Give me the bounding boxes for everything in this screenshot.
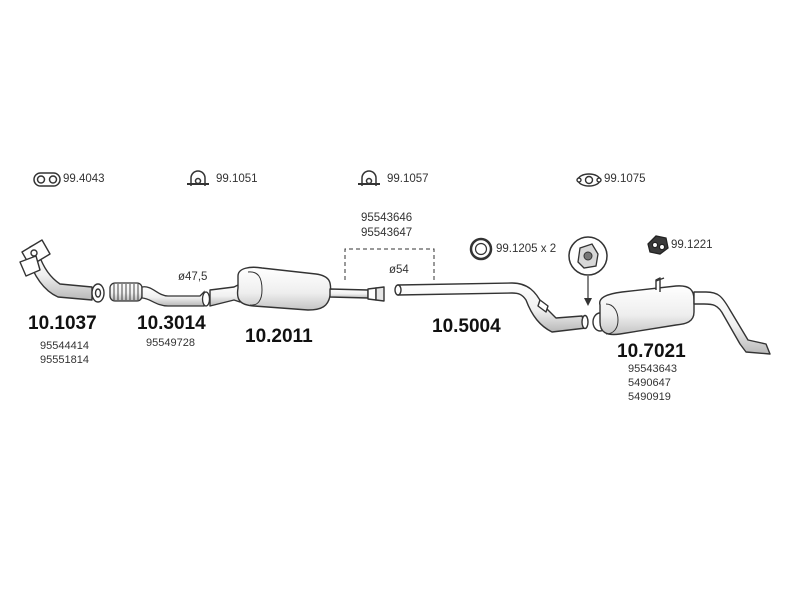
diameter-label: ø47,5 (178, 271, 208, 283)
oem-number: 5490919 (628, 391, 671, 403)
oem-list-10-3014: 95549728 (146, 336, 195, 350)
rubber-hanger-icon (647, 235, 669, 255)
part-code-10-7021: 10.7021 (617, 341, 686, 362)
accessory-code-99-1057: 99.1057 (387, 173, 429, 185)
oem-list-10-7021: 95543643 5490647 5490919 (628, 362, 677, 404)
double-ring-gasket-icon (33, 172, 61, 187)
part-code-10-3014: 10.3014 (137, 313, 206, 334)
oem-list-10-1037: 95544414 95551814 (40, 339, 89, 367)
front-silencer-10-2011 (209, 266, 385, 311)
accessory-code-99-1221: 99.1221 (671, 239, 713, 251)
clamp-callout (568, 236, 608, 306)
oem-number: 95551814 (40, 354, 89, 366)
intermediate-pipe-10-5004 (394, 282, 589, 333)
part-code-10-2011: 10.2011 (245, 326, 313, 347)
part-code-10-5004: 10.5004 (432, 316, 501, 337)
u-bolt-clamp-icon (358, 170, 380, 186)
front-pipe-10-1037 (19, 239, 105, 303)
o-ring-gasket-icon (469, 237, 493, 261)
accessory-code-99-1205: 99.1205 x 2 (496, 243, 557, 255)
oem-bracket (344, 248, 435, 280)
bracket-oem-number: 95543646 (361, 212, 413, 224)
accessory-code-99-1075: 99.1075 (604, 173, 646, 185)
accessory-code-99-4043: 99.4043 (63, 173, 105, 185)
oem-number: 95549728 (146, 337, 195, 349)
oem-number: 95543643 (628, 363, 677, 375)
rear-silencer-10-7021 (592, 277, 771, 355)
bracket-oem-number: 95543647 (361, 227, 413, 239)
oem-number: 95544414 (40, 340, 89, 352)
diameter-label: ø54 (389, 264, 409, 276)
part-code-10-1037: 10.1037 (28, 313, 97, 334)
accessory-code-99-1051: 99.1051 (216, 173, 258, 185)
flex-pipe-10-3014 (109, 282, 211, 307)
u-bolt-clamp-icon (187, 170, 209, 186)
oem-number: 5490647 (628, 377, 671, 389)
flange-gasket-icon (576, 173, 602, 187)
